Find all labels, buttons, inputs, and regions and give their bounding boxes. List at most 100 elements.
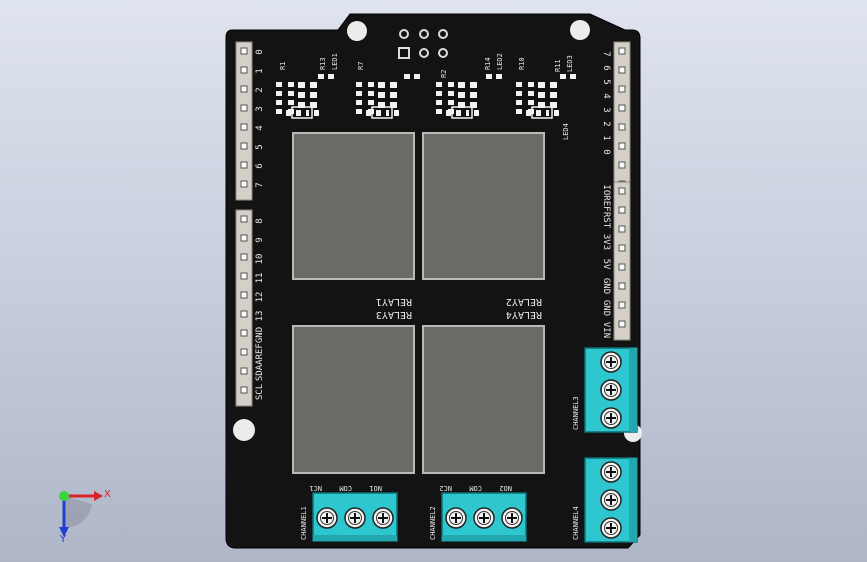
smd-pad xyxy=(306,110,309,116)
smd-pad xyxy=(436,82,442,87)
diode-outline xyxy=(451,106,473,119)
smd-pad xyxy=(456,110,461,116)
smd-pad xyxy=(546,110,549,116)
smd-pad xyxy=(446,110,451,116)
header-pin-label: 9 xyxy=(255,237,265,242)
smd-pad xyxy=(516,109,522,114)
diode-outline xyxy=(371,106,393,119)
smd-pad xyxy=(356,82,362,87)
header-pin-label: 3V3 xyxy=(601,234,611,250)
header-pin-label: 0 xyxy=(601,149,611,154)
smd-pad xyxy=(470,82,477,88)
header-pin xyxy=(618,225,626,233)
smd-pad xyxy=(276,91,282,96)
smd-pad xyxy=(458,82,465,88)
header-pin-label: 5V xyxy=(601,259,611,270)
header-pin xyxy=(240,367,248,375)
smd-pad xyxy=(376,110,381,116)
terminal-channel-4 xyxy=(584,457,638,543)
header-pin xyxy=(240,123,248,131)
terminal-channel-1 xyxy=(312,492,398,542)
terminal-pin-label: NO1 xyxy=(369,484,382,492)
smd-pad xyxy=(368,91,374,96)
terminal-pin-label: NC2 xyxy=(439,484,452,492)
smd-pad xyxy=(318,74,324,79)
header-pin xyxy=(618,206,626,214)
smd-pad xyxy=(550,92,557,98)
silk-label: R2 xyxy=(440,70,448,78)
relay-label: RELAY1 xyxy=(376,296,412,307)
smd-pad xyxy=(276,100,282,105)
header-pin xyxy=(240,386,248,394)
smd-pad xyxy=(328,74,334,79)
x-axis-arrow xyxy=(94,491,103,501)
smd-pad xyxy=(436,109,442,114)
smd-pad xyxy=(414,74,420,79)
smd-pad xyxy=(356,91,362,96)
relay-3 xyxy=(292,325,415,474)
terminal-channel-3 xyxy=(584,347,638,433)
icsp-header xyxy=(398,29,448,59)
relay-4 xyxy=(422,325,545,474)
header-pin-label: 4 xyxy=(601,93,611,98)
relay-label: RELAY3 xyxy=(376,309,412,320)
relay-label: RELAY4 xyxy=(506,309,542,320)
smd-pad xyxy=(310,102,317,108)
terminal-pin-label: NC1 xyxy=(309,484,322,492)
header-pin-label: 2 xyxy=(601,121,611,126)
header-pin xyxy=(618,123,626,131)
smd-pad xyxy=(310,82,317,88)
terminal-channel-2 xyxy=(441,492,527,542)
silk-label: LED2 xyxy=(496,53,504,70)
x-axis-label: X xyxy=(104,489,111,500)
header-pin xyxy=(240,215,248,223)
smd-pad xyxy=(570,74,576,79)
header-pin xyxy=(240,66,248,74)
smd-pad xyxy=(516,82,522,87)
left-header-bottom xyxy=(235,209,253,407)
y-axis-arrow xyxy=(59,527,69,537)
smd-pad xyxy=(538,92,545,98)
header-pin-label: 12 xyxy=(255,292,265,303)
triad-shadow xyxy=(64,496,92,528)
smd-pad xyxy=(550,102,557,108)
smd-pad xyxy=(458,102,465,108)
header-pin xyxy=(240,234,248,242)
header-pin-label: 0 xyxy=(255,49,265,54)
header-pin xyxy=(618,244,626,252)
coordinate-triad[interactable]: X Y xyxy=(59,489,111,545)
header-pin xyxy=(618,161,626,169)
silk-label: R7 xyxy=(357,62,365,70)
header-pin xyxy=(618,104,626,112)
header-pin-label: 4 xyxy=(255,125,265,130)
header-pin-label: 5 xyxy=(255,144,265,149)
header-pin xyxy=(618,47,626,55)
header-pin xyxy=(240,85,248,93)
smd-pad xyxy=(366,110,371,116)
terminal-pin-labels: NC1 COM NO1 NC2 COM NO2 xyxy=(309,484,512,492)
header-pin-label: 7 xyxy=(255,182,265,187)
smd-pad xyxy=(356,109,362,114)
header-pin xyxy=(240,104,248,112)
header-pin xyxy=(240,329,248,337)
channel-labels: CHANNEL1 CHANNEL2 CHANNEL3 CHANNEL4 xyxy=(300,396,580,540)
header-pin-label: 5 xyxy=(601,79,611,84)
smd-pad xyxy=(528,91,534,96)
smd-pad xyxy=(390,92,397,98)
header-pin-label: SDA xyxy=(255,364,265,381)
relay-label: RELAY2 xyxy=(506,296,542,307)
header-pin xyxy=(618,187,626,195)
smd-pad xyxy=(458,92,465,98)
header-pin xyxy=(618,66,626,74)
silk-label: R14 xyxy=(484,57,492,70)
silk-label: R10 xyxy=(518,57,526,70)
silk-label: LED3 xyxy=(566,55,574,72)
header-pin-label: 2 xyxy=(255,87,265,92)
silk-label: LED1 xyxy=(331,53,339,70)
terminal-pin-label: COM xyxy=(339,484,352,492)
smd-pad xyxy=(276,82,282,87)
smd-pad xyxy=(378,92,385,98)
smd-components xyxy=(276,74,576,119)
smd-pad xyxy=(276,109,282,114)
